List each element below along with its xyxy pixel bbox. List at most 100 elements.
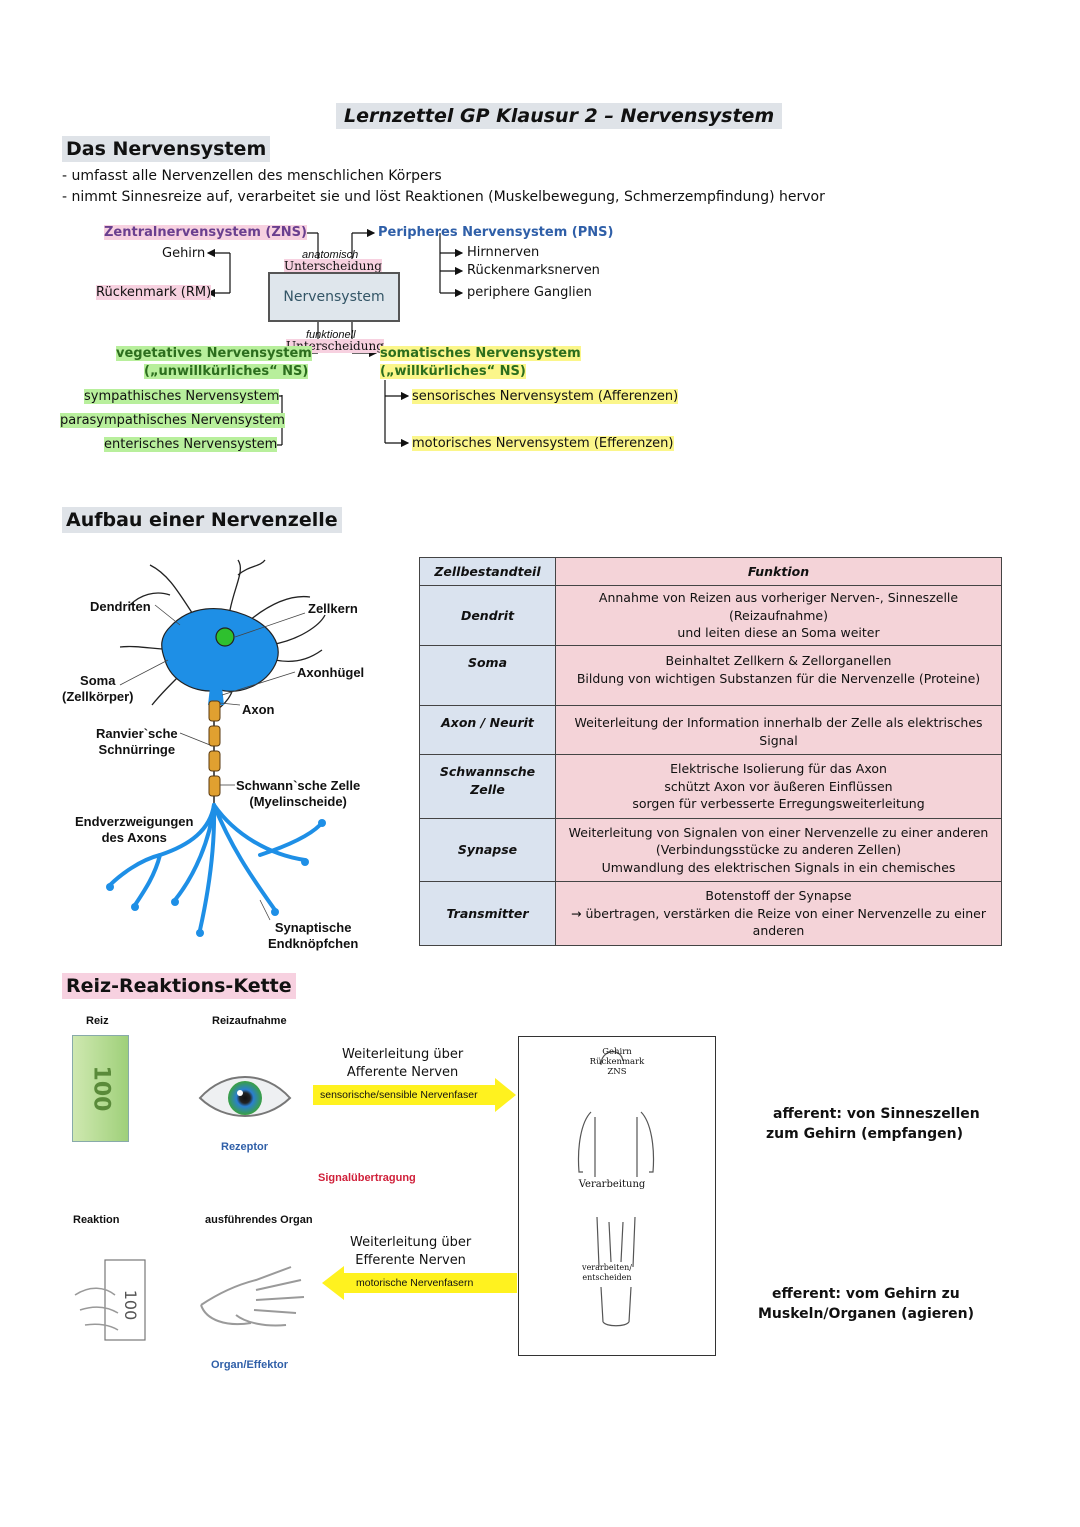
function-line: Elektrische Isolierung für das Axon <box>670 761 887 777</box>
function-line: Weiterleitung der Information innerhalb … <box>574 715 983 748</box>
function-line: schützt Axon vor äußeren Einflüssen <box>664 778 893 794</box>
section-heading-nervenzelle: Aufbau einer Nervenzelle <box>62 507 342 533</box>
label-endverz-line2: des Axons <box>101 830 167 845</box>
label-soma-line1: Soma <box>80 673 116 688</box>
function-line: Annahme von Reizen aus vorheriger Nerven… <box>598 590 959 623</box>
efferent-arrow-label: motorische Nervenfasern <box>356 1277 474 1289</box>
body-label-verarbeiten-line1: verarbeiten/ <box>582 1263 632 1272</box>
hand-banknote-image: 100 <box>74 1259 146 1341</box>
veg-item-parasympathisch: parasympathisches Nervensystem <box>60 413 285 428</box>
table-row: Schwannsche Zelle Elektrische Isolierung… <box>419 754 1002 819</box>
banknote-value: 100 <box>88 1065 113 1112</box>
afferent-text-line2: Afferente Nerven <box>346 1065 459 1080</box>
function-line: Beinhaltet Zellkern & Zellorganellen <box>665 653 892 668</box>
label-schwann-line1: Schwann`sche Zelle <box>236 778 361 793</box>
efferent-text-line2: Efferente Nerven <box>355 1253 466 1268</box>
label-endverzweigungen: Endverzweigungen des Axons <box>75 814 193 846</box>
label-synaptische-endknoepfchen: Synaptische Endknöpfchen <box>268 920 358 952</box>
function-line: → übertragen, verstärken die Reize von e… <box>571 905 986 921</box>
label-reiz: Reiz <box>86 1015 109 1027</box>
function-line: (Verbindungsstücke zu anderen Zellen) <box>655 842 902 858</box>
zns-item-gehirn: Gehirn <box>162 246 206 261</box>
body-outline <box>577 1051 655 1327</box>
table-row: Soma Beinhaltet Zellkern & Zellorganelle… <box>419 645 1002 706</box>
efferent-text: Weiterleitung über Efferente Nerven <box>350 1234 471 1270</box>
label-soma: Soma (Zellkörper) <box>62 673 134 705</box>
label-synaptisch-line2: Endknöpfchen <box>268 936 359 951</box>
table-cell-part: Axon / Neurit <box>419 705 556 755</box>
soma-shape <box>161 607 279 692</box>
nucleus-shape <box>215 627 235 647</box>
function-table: Zellbestandteil Funktion Dendrit Annahme… <box>419 557 1002 946</box>
body-label-gehirn: Gehirn <box>602 1047 632 1057</box>
pns-item-rueckenmarksnerven: Rückenmarksnerven <box>467 263 600 278</box>
efferent-definition: efferent: vom Gehirn zu Muskeln/Organen … <box>758 1284 974 1324</box>
label-ranvier: Ranvier`sche Schnürringe <box>96 726 178 758</box>
somatic-label: somatisches Nervensystem <box>380 346 581 361</box>
som-item-motorisch: motorisches Nervensystem (Efferenzen) <box>412 436 674 451</box>
som-item-sensorisch: sensorisches Nervensystem (Afferenzen) <box>412 389 679 404</box>
page-title: Lernzettel GP Klausur 2 – Nervensystem <box>336 103 783 129</box>
table-row: Transmitter Botenstoff der Synapse→ über… <box>419 881 1002 946</box>
function-line: Weiterleitung von Signalen von einer Ner… <box>568 824 989 840</box>
section-heading-nervensystem: Das Nervensystem <box>62 136 271 162</box>
body-label-zns: ZNS <box>607 1067 627 1077</box>
afferent-arrow <box>313 1078 516 1112</box>
vegetative-sub: („unwillkürliches“ NS) <box>144 364 309 379</box>
table-cell-part: Dendrit <box>419 585 556 646</box>
label-schwann-line2: (Myelinscheide) <box>249 794 347 809</box>
afferent-definition-line2: zum Gehirn (empfangen) <box>766 1126 963 1142</box>
label-signaluebertragung: Signalübertragung <box>318 1172 416 1184</box>
body-figure-box: Gehirn Rückenmark ZNS Verarbeitung verar… <box>518 1036 716 1356</box>
functional-label: funktionell <box>306 329 356 341</box>
pns-label: Peripheres Nervensystem (PNS) <box>378 225 614 240</box>
label-schwann: Schwann`sche Zelle (Myelinscheide) <box>236 778 360 810</box>
body-label-rueckenmark: Rückenmark <box>589 1057 645 1067</box>
label-endverz-line1: Endverzweigungen <box>75 814 194 829</box>
table-cell-part: Soma <box>419 645 556 706</box>
pns-item-periphere-ganglien: periphere Ganglien <box>467 285 592 300</box>
label-axonhuegel: Axonhügel <box>297 665 365 680</box>
table-cell-function: Weiterleitung von Signalen von einer Ner… <box>555 818 1002 882</box>
table-cell-function: Botenstoff der Synapse→ übertragen, vers… <box>555 881 1002 946</box>
veg-item-enterisch: enterisches Nervensystem <box>104 437 278 452</box>
label-reizaufnahme: Reizaufnahme <box>212 1015 287 1027</box>
table-header-part: Zellbestandteil <box>419 557 556 586</box>
efferent-arrow <box>322 1266 517 1300</box>
label-synaptisch-line1: Synaptische <box>274 920 352 935</box>
body-label-top: Gehirn Rückenmark ZNS <box>519 1047 715 1077</box>
afferent-definition: afferent: von Sinneszellen zum Gehirn (e… <box>766 1104 980 1144</box>
anatomic-label-2: Unterscheidung <box>284 259 382 273</box>
body-label-verarbeitung: Verarbeitung <box>578 1179 646 1190</box>
bullet-item: - umfasst alle Nervenzellen des menschli… <box>62 168 442 184</box>
nervensystem-center-box: Nervensystem <box>268 272 400 322</box>
afferent-text-line1: Weiterleitung über <box>342 1047 464 1062</box>
table-cell-part: Schwannsche Zelle <box>419 754 556 819</box>
svg-text:100: 100 <box>121 1290 140 1321</box>
afferent-definition-line1: afferent: von Sinneszellen <box>773 1106 980 1122</box>
somatic-sub: („willkürliches“ NS) <box>380 364 526 379</box>
efferent-definition-line1: efferent: vom Gehirn zu <box>772 1286 960 1302</box>
eye-image <box>198 1076 292 1117</box>
neuron-illustration <box>106 559 326 937</box>
vegetative-label: vegetatives Nervensystem <box>116 346 312 361</box>
function-line: anderen <box>752 923 805 939</box>
table-cell-function: Annahme von Reizen aus vorheriger Nerven… <box>555 585 1002 646</box>
zns-item-rueckenmark: Rückenmark (RM) <box>96 285 212 300</box>
hand-image <box>200 1266 305 1327</box>
label-axon: Axon <box>242 702 275 717</box>
pns-item-hirnnerven: Hirnnerven <box>467 245 540 260</box>
efferent-text-line1: Weiterleitung über <box>350 1235 472 1250</box>
table-cell-function: Weiterleitung der Information innerhalb … <box>555 705 1002 755</box>
label-ranvier-line1: Ranvier`sche <box>96 726 178 741</box>
table-row: Axon / Neurit Weiterleitung der Informat… <box>419 705 1002 755</box>
efferent-definition-line2: Muskeln/Organen (agieren) <box>758 1306 975 1322</box>
function-line: und leiten diese an Soma weiter <box>677 625 880 641</box>
label-organ-effektor: Organ/Effektor <box>211 1359 289 1371</box>
label-reaktion: Reaktion <box>73 1214 120 1226</box>
function-line: sorgen für verbesserte Erregungsweiterle… <box>632 796 925 812</box>
function-line: Umwandlung des elektrischen Signals in e… <box>601 859 956 875</box>
label-ausfuehrendes-organ: ausführendes Organ <box>205 1214 313 1226</box>
label-ranvier-line2: Schnürringe <box>98 742 176 757</box>
